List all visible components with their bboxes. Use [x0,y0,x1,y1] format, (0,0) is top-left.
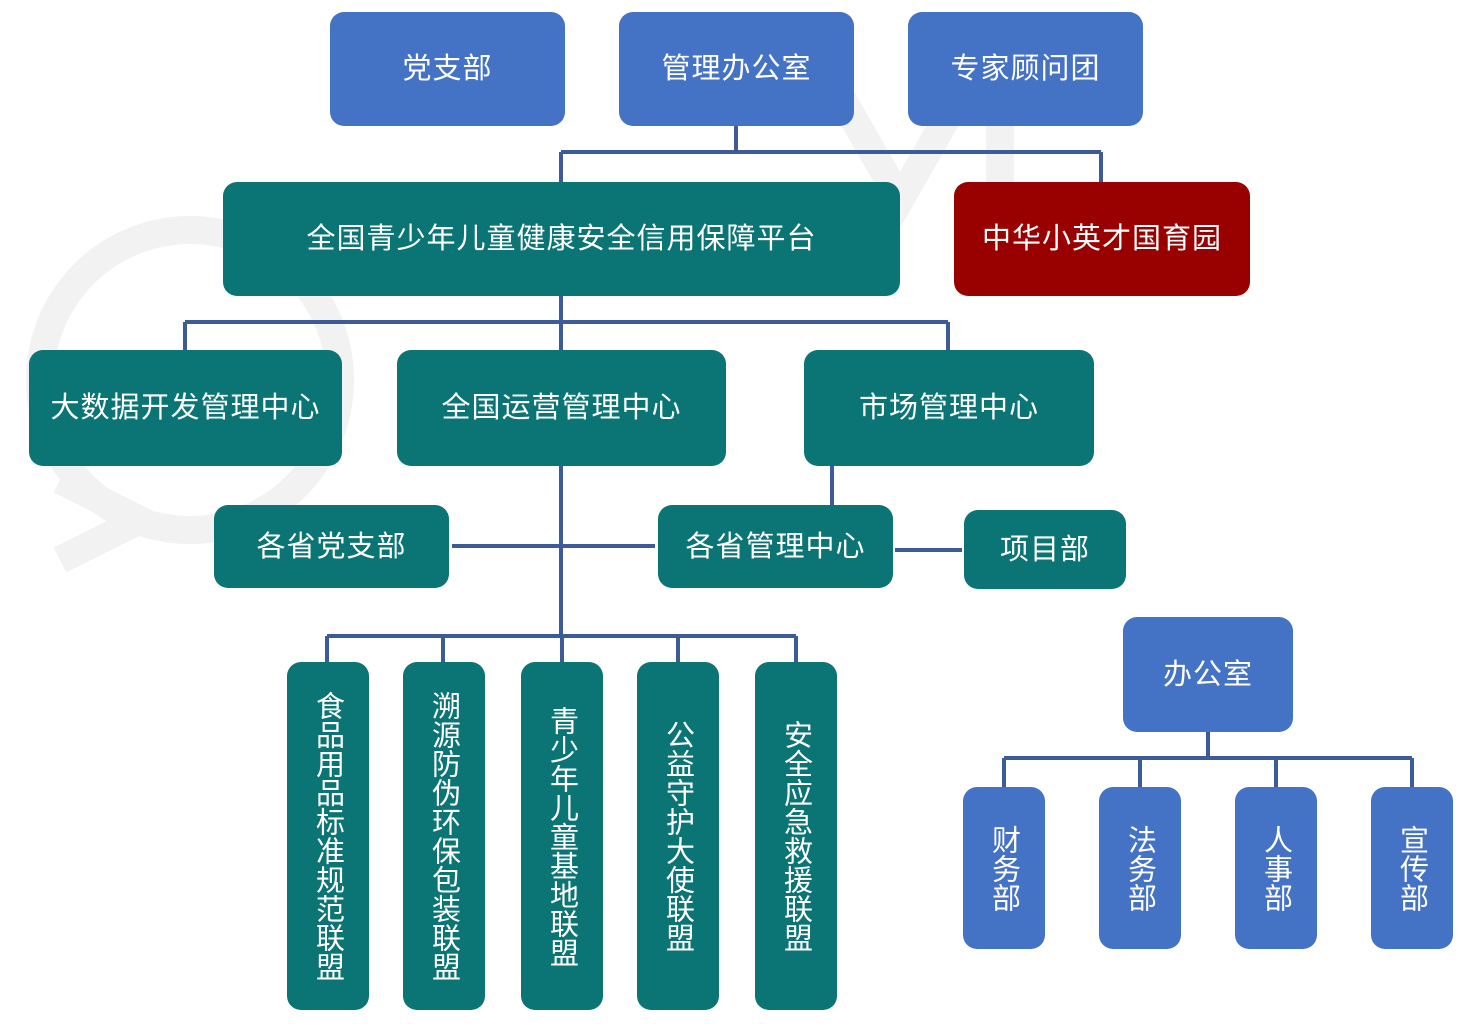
big-data-center-label: 大数据开发管理中心 [50,390,321,425]
expert-group-label: 专家顾问团 [950,51,1101,86]
project-dept-box: 项目部 [964,510,1126,589]
office-label: 办公室 [1162,656,1253,691]
platform-box: 全国青少年儿童健康安全信用保障平台 [223,182,900,296]
dept-legal-label: 法务部 [1123,824,1158,912]
dept-publicity-label: 宣传部 [1395,824,1430,912]
big-data-center-box: 大数据开发管理中心 [29,350,342,466]
party-branch-box: 党支部 [330,12,565,126]
provincial-party-branch-label: 各省党支部 [256,528,407,563]
provincial-party-branch-box: 各省党支部 [214,505,449,588]
expert-group-box: 专家顾问团 [908,12,1143,126]
academy-label: 中华小英才国育园 [981,221,1222,256]
dept-finance-label: 财务部 [987,824,1022,912]
alliance-youth-base-box: 青少年儿童基地联盟 [521,662,603,1010]
alliance-youth-base-label: 青少年儿童基地联盟 [545,705,580,967]
national-ops-center-box: 全国运营管理中心 [397,350,726,466]
market-center-label: 市场管理中心 [858,390,1039,425]
dept-hr-label: 人事部 [1259,824,1294,912]
connector-platform-centers [183,296,950,350]
alliance-public-welfare-box: 公益守护大使联盟 [637,662,719,1010]
dept-hr-box: 人事部 [1235,787,1317,949]
academy-box: 中华小英才国育园 [954,182,1250,296]
management-office-box: 管理办公室 [619,12,854,126]
market-center-box: 市场管理中心 [804,350,1094,466]
dept-finance-box: 财务部 [963,787,1045,949]
national-ops-center-label: 全国运营管理中心 [441,390,682,425]
office-box: 办公室 [1123,617,1293,732]
alliance-food-standards-label: 食品用品标准规范联盟 [311,691,346,981]
provincial-management-center-box: 各省管理中心 [658,505,893,588]
alliance-traceability-box: 溯源防伪环保包装联盟 [403,662,485,1010]
alliance-emergency-rescue-label: 安全应急救援联盟 [779,720,814,952]
platform-label: 全国青少年儿童健康安全信用保障平台 [306,221,817,256]
alliance-public-welfare-label: 公益守护大使联盟 [661,720,696,952]
alliance-traceability-label: 溯源防伪环保包装联盟 [427,691,462,981]
connector-office-platform [559,126,1103,182]
dept-legal-box: 法务部 [1099,787,1181,949]
project-dept-label: 项目部 [999,531,1090,566]
provincial-management-center-label: 各省管理中心 [685,528,866,563]
alliance-emergency-rescue-box: 安全应急救援联盟 [755,662,837,1010]
connector-alliances [325,634,798,662]
alliance-food-standards-box: 食品用品标准规范联盟 [287,662,369,1010]
connector-office-depts [1002,732,1414,787]
party-branch-label: 党支部 [402,51,493,86]
dept-publicity-box: 宣传部 [1371,787,1453,949]
management-office-label: 管理办公室 [661,51,812,86]
